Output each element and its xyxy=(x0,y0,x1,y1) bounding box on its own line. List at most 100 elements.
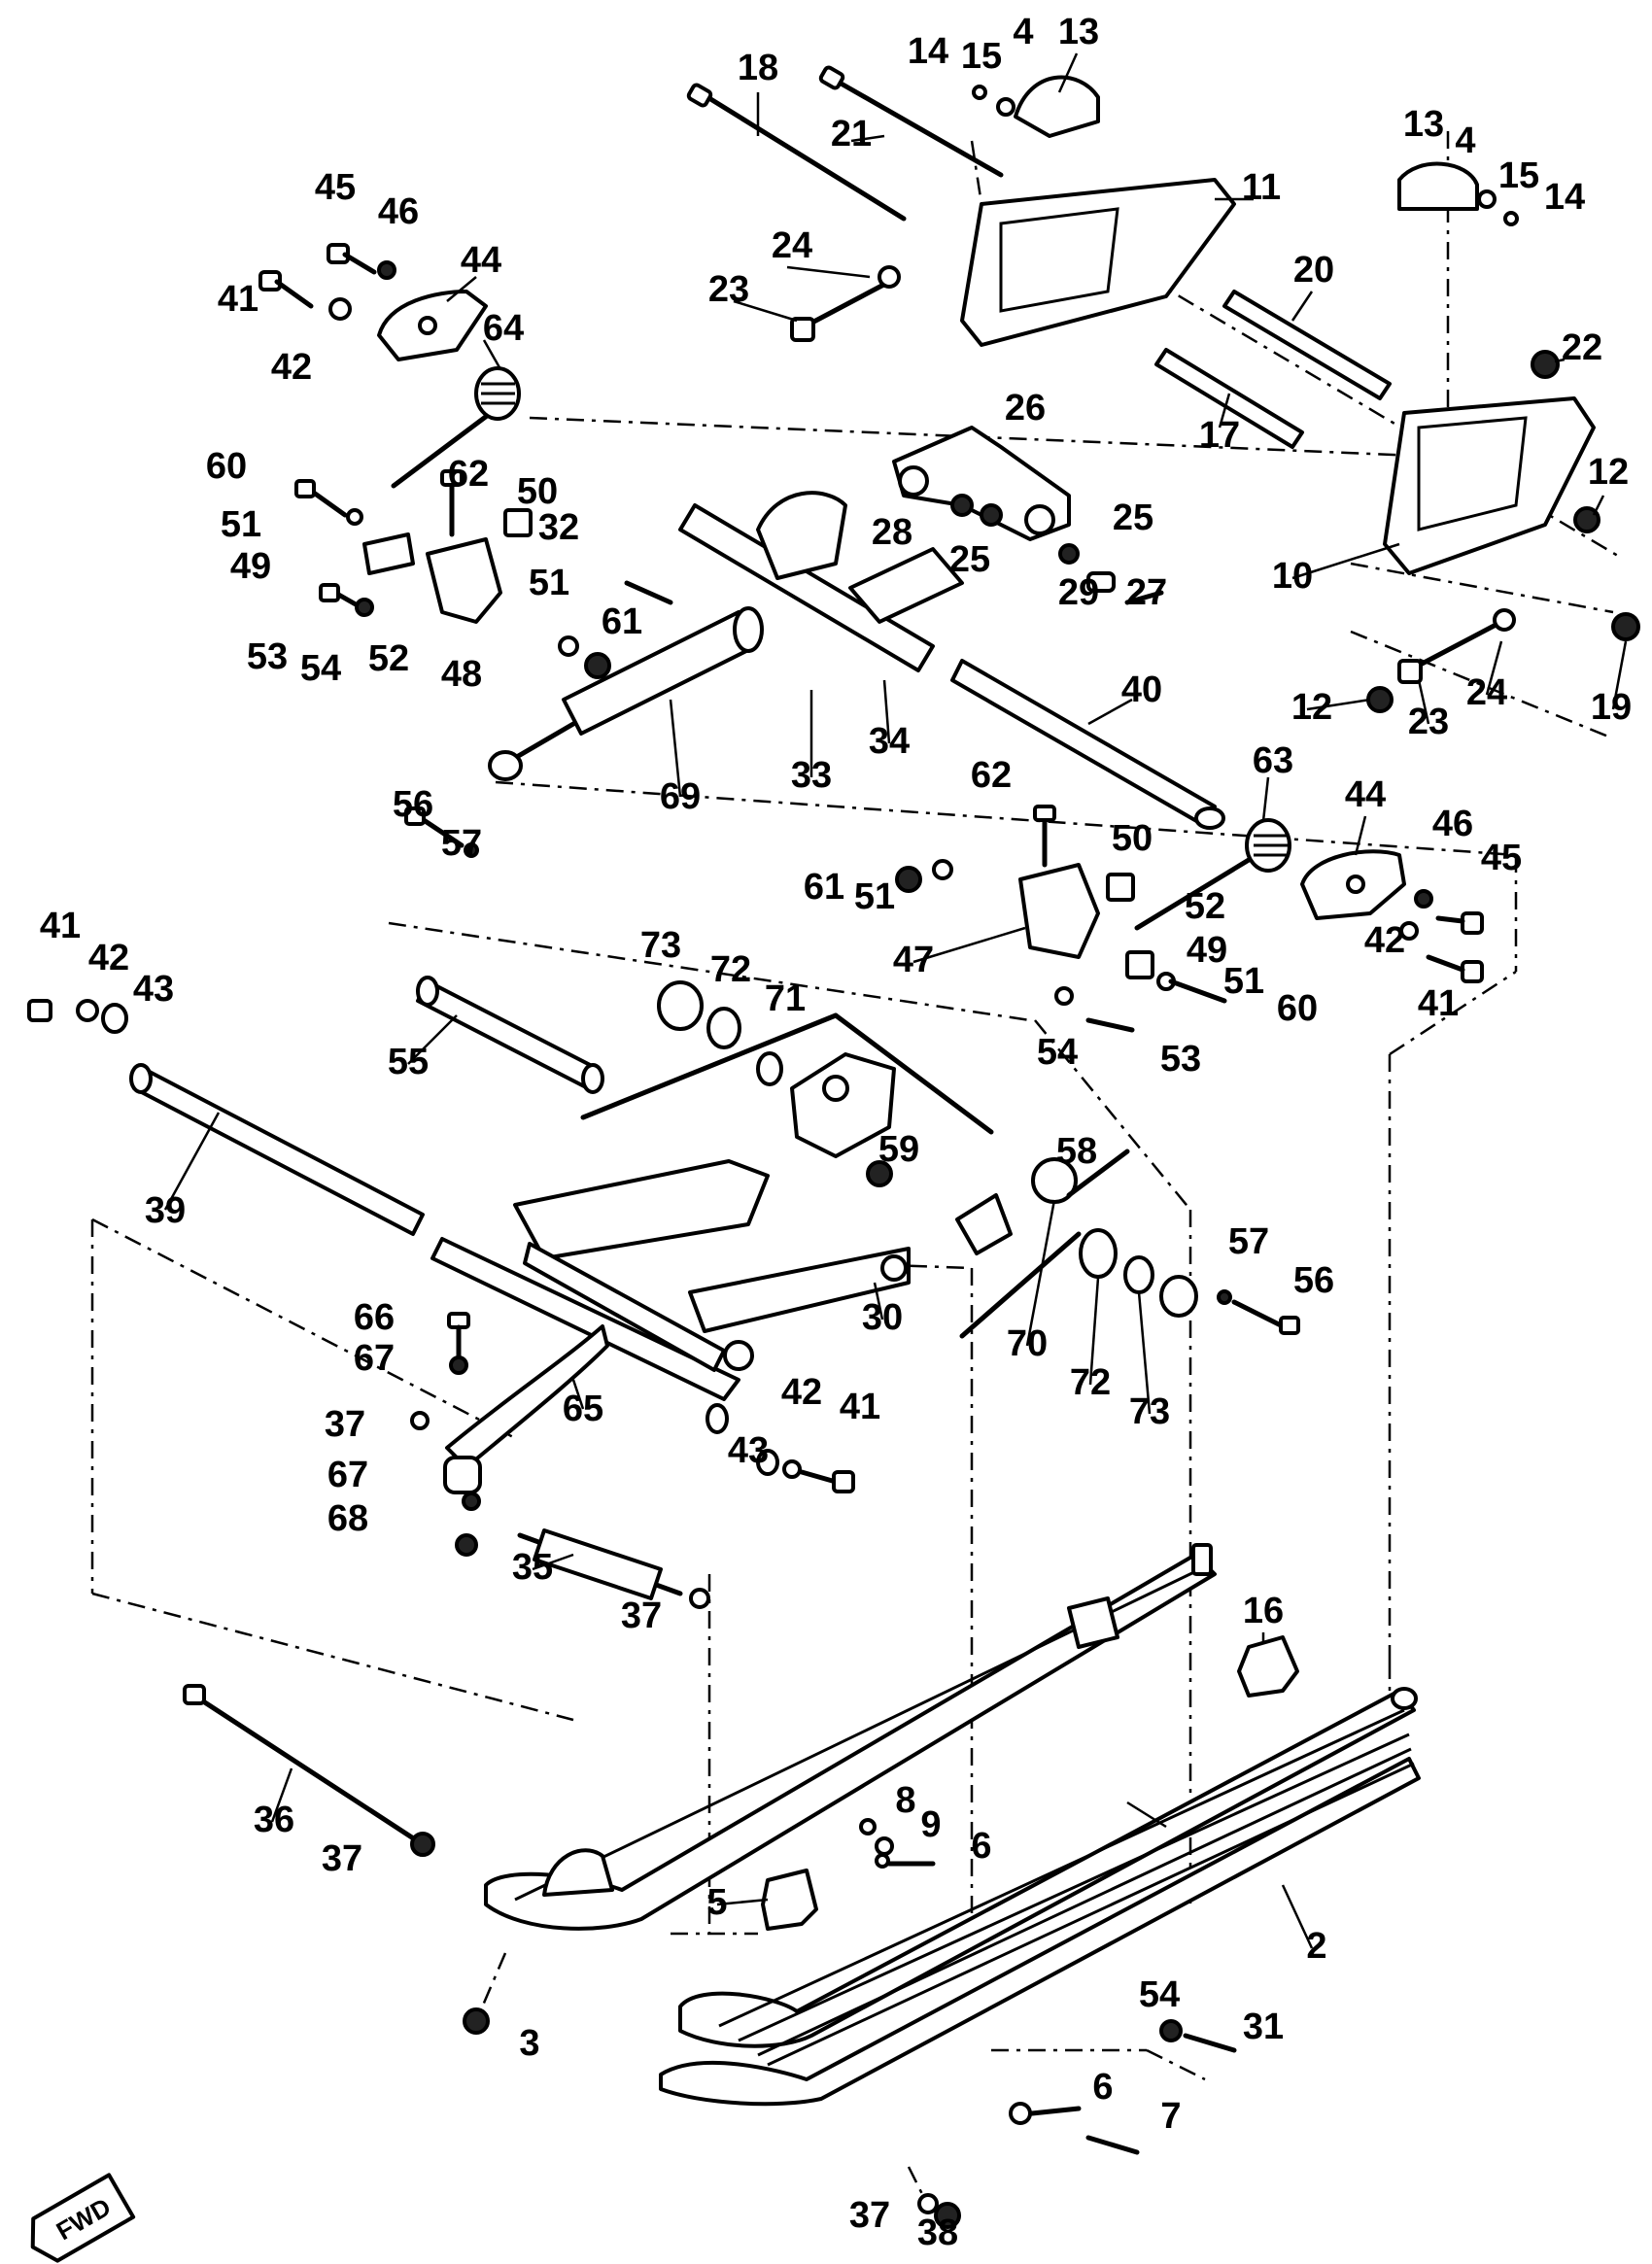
part-callout-58: 58 xyxy=(1056,1131,1097,1172)
part-callout-60: 60 xyxy=(1277,988,1318,1029)
part-callout-13: 13 xyxy=(1058,12,1099,52)
part-callout-42: 42 xyxy=(781,1372,822,1413)
part-callout-53: 53 xyxy=(247,636,288,677)
part-callout-57: 57 xyxy=(441,823,482,864)
part-callout-55: 55 xyxy=(388,1042,429,1082)
part-callout-11: 11 xyxy=(1242,167,1281,208)
part-callout-42: 42 xyxy=(88,938,129,978)
part-callout-41: 41 xyxy=(840,1387,880,1427)
part-callout-33: 33 xyxy=(791,755,832,796)
part-callout-43: 43 xyxy=(728,1430,769,1471)
part-callout-51: 51 xyxy=(1223,961,1264,1002)
part-callout-51: 51 xyxy=(854,876,895,917)
part-callout-17: 17 xyxy=(1199,415,1240,456)
part-callout-42: 42 xyxy=(271,347,312,388)
part-callout-21: 21 xyxy=(831,114,872,154)
part-callout-23: 23 xyxy=(708,269,749,310)
upper-cross-shaft xyxy=(678,491,1225,830)
part-callout-37: 37 xyxy=(325,1404,365,1445)
lower-arm-frame xyxy=(27,999,911,1493)
part-callout-62: 62 xyxy=(448,454,489,495)
part-callout-73: 73 xyxy=(1129,1391,1170,1432)
part-callout-49: 49 xyxy=(1187,930,1227,971)
part-callout-47: 47 xyxy=(893,940,934,980)
part-callout-7: 7 xyxy=(1160,2096,1181,2137)
part-callout-54: 54 xyxy=(1037,1032,1078,1073)
forward-arrow-badge: FWD xyxy=(30,2173,136,2263)
part-callout-4: 4 xyxy=(1013,12,1033,52)
part-callout-18: 18 xyxy=(738,48,778,88)
part-callout-23: 23 xyxy=(1408,702,1449,742)
rear-arm-assembly xyxy=(686,65,1640,713)
part-callout-56: 56 xyxy=(393,784,433,825)
part-callout-43: 43 xyxy=(133,969,174,1010)
part-callout-68: 68 xyxy=(327,1498,368,1539)
part-callout-12: 12 xyxy=(1588,452,1629,493)
part-callout-2: 2 xyxy=(1306,1926,1326,1967)
part-callout-46: 46 xyxy=(1432,804,1473,844)
part-callout-6: 6 xyxy=(1092,2067,1113,2108)
part-callout-52: 52 xyxy=(368,638,409,679)
part-callout-51: 51 xyxy=(529,563,569,603)
part-callout-19: 19 xyxy=(1591,687,1632,728)
middle-pivot-assembly xyxy=(404,806,1300,1339)
part-callout-14: 14 xyxy=(1544,177,1585,218)
part-callout-61: 61 xyxy=(804,867,844,908)
part-callout-64: 64 xyxy=(483,308,524,349)
part-callout-9: 9 xyxy=(920,1804,941,1845)
part-callout-8: 8 xyxy=(895,1780,915,1821)
part-callout-40: 40 xyxy=(1121,669,1162,710)
part-callout-73: 73 xyxy=(640,925,681,966)
part-callout-37: 37 xyxy=(621,1595,662,1636)
part-callout-44: 44 xyxy=(461,240,501,281)
part-callout-72: 72 xyxy=(710,949,751,990)
part-callout-63: 63 xyxy=(1253,740,1293,781)
part-callout-14: 14 xyxy=(908,31,948,72)
part-callout-10: 10 xyxy=(1272,556,1313,597)
part-callout-70: 70 xyxy=(1007,1323,1048,1364)
part-callout-44: 44 xyxy=(1345,774,1386,815)
part-callout-15: 15 xyxy=(1498,155,1539,196)
part-callout-31: 31 xyxy=(1243,2007,1284,2047)
right-slide-rail xyxy=(659,1635,1421,2229)
part-callout-49: 49 xyxy=(230,546,271,587)
part-callout-69: 69 xyxy=(660,776,701,817)
part-callout-50: 50 xyxy=(517,471,558,512)
part-callout-65: 65 xyxy=(563,1389,603,1429)
part-callout-45: 45 xyxy=(315,167,356,208)
part-callout-41: 41 xyxy=(218,279,258,320)
part-callout-51: 51 xyxy=(221,504,261,545)
right-spring-parts xyxy=(895,805,1484,1033)
part-callout-30: 30 xyxy=(862,1297,903,1338)
part-callout-3: 3 xyxy=(519,2023,539,2064)
part-callout-54: 54 xyxy=(1139,1974,1180,2015)
part-callout-53: 53 xyxy=(1160,1039,1201,1080)
left-spring-parts xyxy=(258,243,673,679)
part-callout-38: 38 xyxy=(917,2213,958,2253)
part-callout-67: 67 xyxy=(354,1338,395,1379)
part-callout-25: 25 xyxy=(949,539,990,580)
part-callout-41: 41 xyxy=(1418,983,1459,1024)
part-callout-28: 28 xyxy=(872,512,912,553)
part-callout-37: 37 xyxy=(849,2195,890,2236)
part-callout-15: 15 xyxy=(961,36,1002,77)
part-callout-50: 50 xyxy=(1112,818,1153,859)
part-callout-25: 25 xyxy=(1113,497,1153,538)
shock-absorber-69 xyxy=(488,606,764,781)
part-callout-54: 54 xyxy=(300,648,341,689)
part-callout-39: 39 xyxy=(145,1190,186,1231)
part-callout-12: 12 xyxy=(1291,687,1332,728)
left-slide-rail xyxy=(183,1543,1217,2035)
part-callout-72: 72 xyxy=(1070,1362,1111,1403)
part-callout-20: 20 xyxy=(1293,250,1334,291)
leader-lines xyxy=(163,52,1628,1949)
part-callout-62: 62 xyxy=(971,755,1012,796)
part-callout-24: 24 xyxy=(772,225,812,266)
part-callout-41: 41 xyxy=(40,906,81,946)
part-callout-37: 37 xyxy=(322,1838,362,1879)
part-callout-60: 60 xyxy=(206,446,247,487)
part-callout-16: 16 xyxy=(1243,1591,1284,1631)
part-callout-67: 67 xyxy=(327,1455,368,1495)
